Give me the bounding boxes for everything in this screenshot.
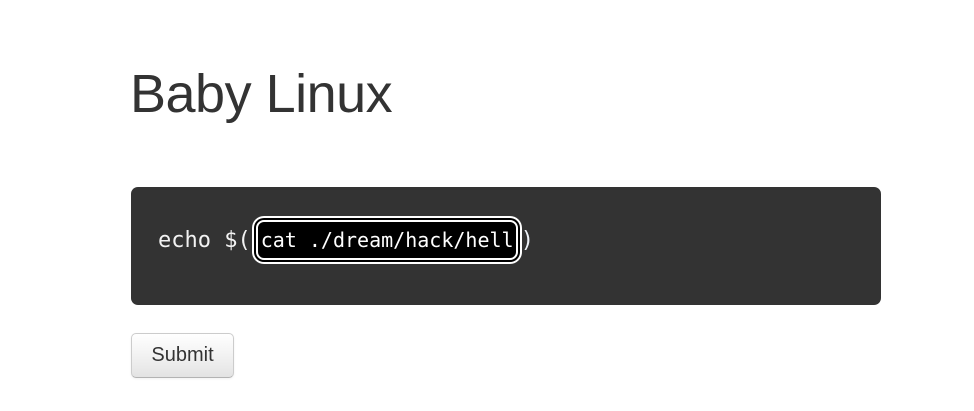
submit-button[interactable]: Submit	[131, 333, 234, 378]
page-title: Baby Linux	[130, 64, 393, 124]
command-suffix-text: )	[520, 227, 534, 253]
command-prefix-text: echo $(	[158, 227, 251, 253]
command-input[interactable]	[255, 220, 518, 260]
command-code-block: echo $()	[131, 187, 881, 305]
